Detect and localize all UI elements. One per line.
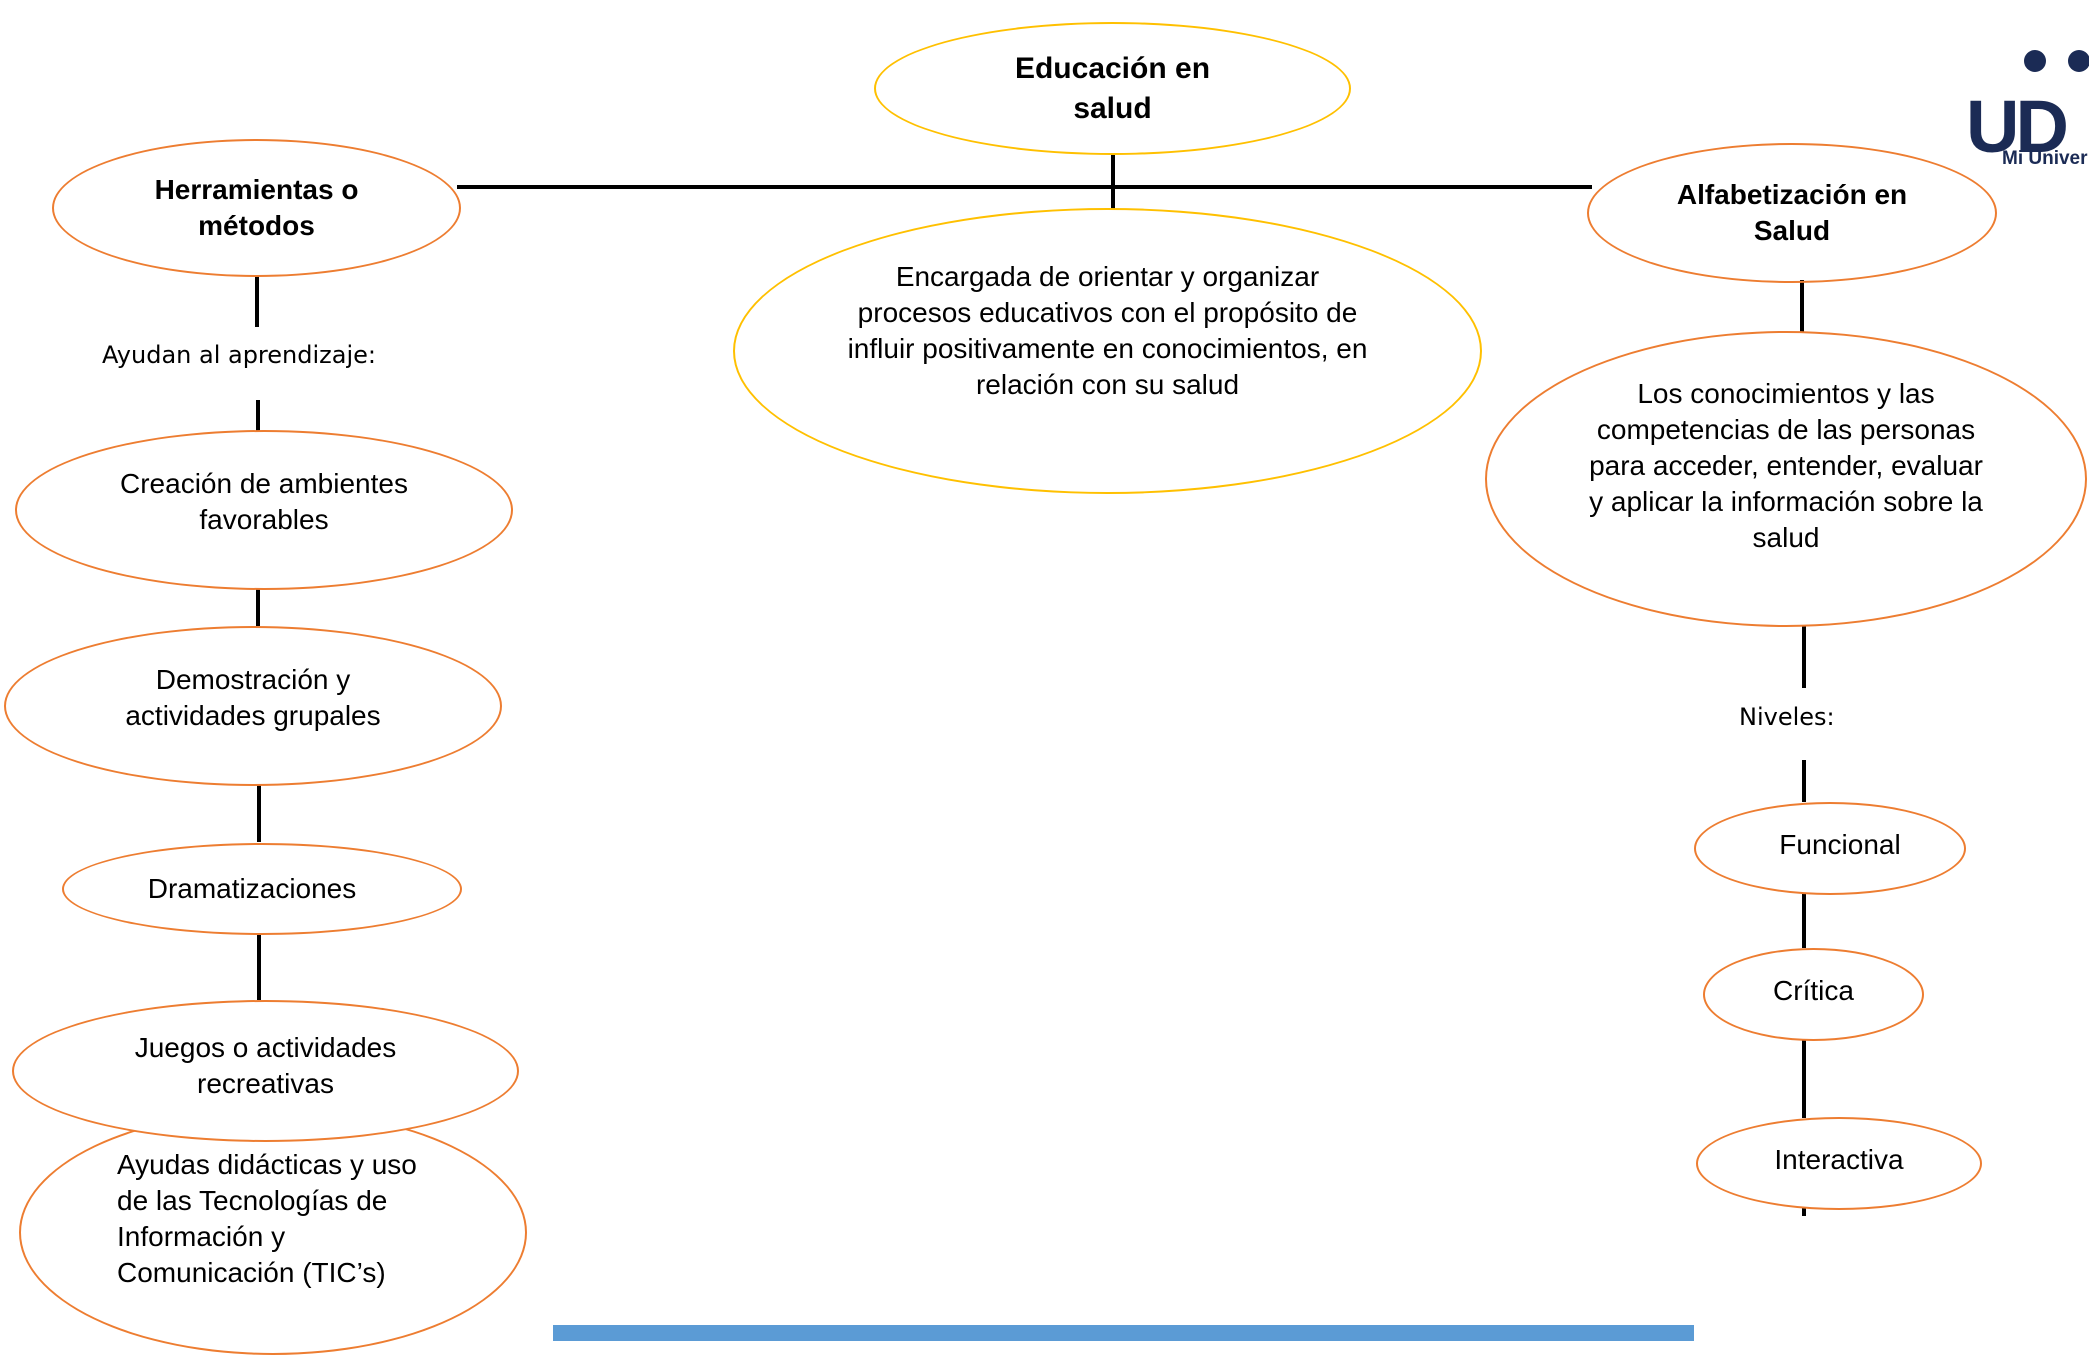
main-horizontal-connector: [457, 185, 1592, 189]
right-level-text-2: Crítica: [1773, 974, 1854, 1006]
right-connector-4: [1802, 893, 1806, 948]
left-item-text-4: Juegos o actividades recreativas: [134, 1032, 397, 1099]
bottom-accent-bar: [553, 1325, 1694, 1341]
right-connector-2: [1802, 625, 1806, 688]
university-logo: UD Mi Univer: [1954, 44, 2089, 184]
right-title-node: Alfabetización en Salud: [1587, 143, 1997, 283]
right-connector-5: [1802, 1040, 1806, 1118]
left-connector-1: [255, 275, 259, 327]
logo-tagline: Mi Univer: [2002, 148, 2088, 169]
left-title-node: Herramientas o métodos: [52, 139, 461, 277]
right-connector-1: [1800, 280, 1804, 333]
left-connector-5: [257, 935, 261, 1000]
right-definition-text: Los conocimientos y las competencias de …: [1589, 378, 1983, 553]
right-level-node-2: Crítica: [1703, 948, 1924, 1041]
right-definition-node: Los conocimientos y las competencias de …: [1485, 331, 2087, 627]
right-level-text-3: Interactiva: [1774, 1143, 1904, 1175]
logo-dot-right: [2068, 50, 2089, 72]
right-connector-3: [1802, 760, 1806, 802]
right-level-text-1: Funcional: [1779, 828, 1901, 860]
left-item-node-5: Ayudas didácticas y uso de las Tecnologí…: [19, 1110, 527, 1355]
left-connector-2: [256, 400, 260, 432]
left-item-text-5: Ayudas didácticas y uso de las Tecnologí…: [117, 1148, 417, 1288]
center-definition-node: Encargada de orientar y organizar proces…: [733, 208, 1482, 494]
right-connector-label: Niveles:: [1739, 703, 1835, 731]
right-connector-6: [1802, 1208, 1806, 1216]
left-item-node-4: Juegos o actividades recreativas: [12, 1000, 519, 1142]
left-item-text-3: Dramatizaciones: [147, 873, 357, 904]
left-item-node-1: Creación de ambientes favorables: [15, 430, 513, 590]
left-item-text-1: Creación de ambientes favorables: [120, 468, 408, 535]
center-vertical-connector: [1111, 155, 1115, 210]
left-connector-label: Ayudan al aprendizaje:: [102, 341, 376, 369]
right-level-node-3: Interactiva: [1696, 1117, 1982, 1210]
logo-dot-left: [2024, 50, 2046, 72]
center-definition-text: Encargada de orientar y organizar proces…: [847, 261, 1368, 400]
left-item-node-2: Demostración y actividades grupales: [4, 626, 502, 786]
left-connector-4: [257, 784, 261, 842]
left-item-text-2: Demostración y actividades grupales: [125, 664, 381, 731]
right-title-text: Alfabetización en Salud: [1676, 179, 1908, 246]
right-level-node-1: Funcional: [1694, 802, 1966, 895]
left-title-text: Herramientas o métodos: [154, 174, 359, 241]
left-connector-3: [256, 588, 260, 626]
left-item-node-3: Dramatizaciones: [62, 843, 462, 935]
center-title-text: Educación en salud: [1014, 51, 1211, 125]
logo-mark: UD: [1966, 85, 2069, 168]
center-title-node: Educación en salud: [874, 22, 1351, 155]
